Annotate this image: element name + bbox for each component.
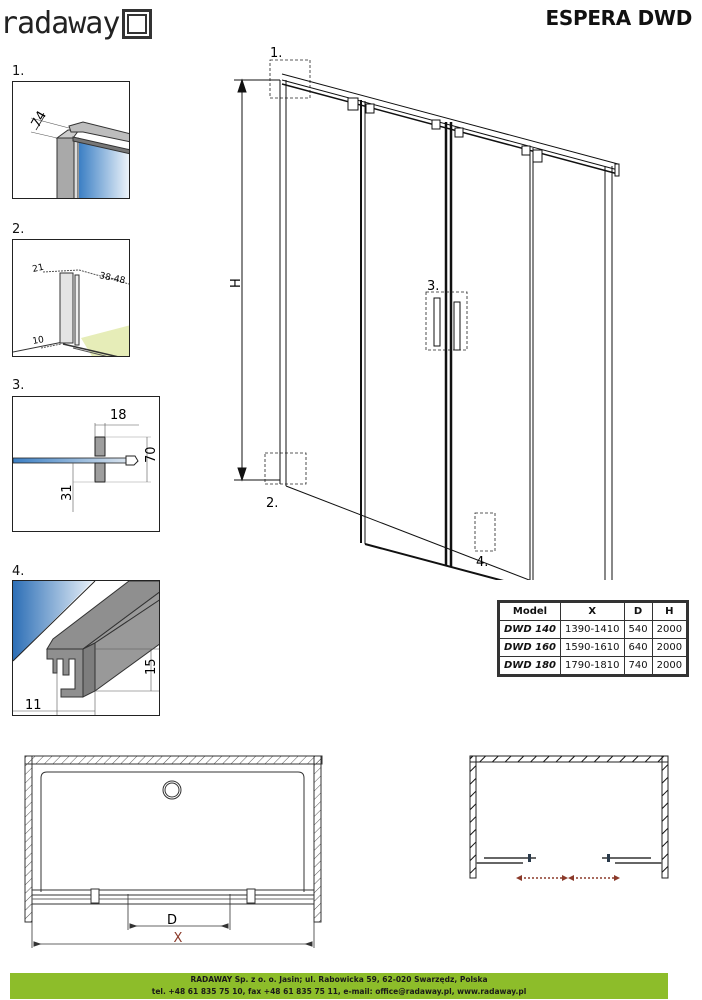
detail-2-box: 21 38-48 10 [12,239,130,357]
callout-4-box [474,512,496,552]
detail-2-label: 2. [12,222,25,237]
cell-model: DWD 140 [499,620,561,639]
callout-2-label: 2. [266,496,278,511]
detail-1-label: 1. [12,64,25,79]
plan-x-label: X [174,931,183,946]
cell-model: DWD 180 [499,656,561,675]
footer-contact: tel. +48 61 835 75 10, fax +48 61 835 75… [151,987,527,996]
spec-table: Model X D H DWD 140 1390-1410 540 2000 D… [499,602,688,675]
spec-table-frame: Model X D H DWD 140 1390-1410 540 2000 D… [497,600,690,677]
detail-4-box: 11 15 [12,580,160,716]
brand-name: radaway [0,6,120,41]
table-row: DWD 140 1390-1410 540 2000 [499,620,688,639]
plan-d-label: D [167,913,177,928]
handle-cross-section-illustration: 18 70 31 [13,408,159,512]
dim-15: 15 [144,658,159,675]
product-title: ESPERA DWD [545,6,693,30]
callout-3-label: 3. [427,279,439,294]
dim-18: 18 [110,408,127,423]
spec-table-header-row: Model X D H [499,602,688,621]
main-door-drawing: 1. 2. 3. 4. H [229,46,620,580]
dim-38-48: 38-48 [98,271,126,286]
cell-d: 740 [623,656,653,675]
brand-logo: radaway [0,6,153,42]
bottom-track-profile-illustration: 11 15 [13,581,159,715]
detail-1-box: 74 [12,81,130,199]
double-square-icon [122,9,153,39]
callout-1-box [269,59,311,99]
detail-3-label: 3. [12,378,25,393]
footer-address: RADAWAY Sp. z o. o. Jasin; ul. Rabowicka… [190,975,488,984]
table-row: DWD 180 1790-1810 740 2000 [499,656,688,675]
callout-2-box [264,452,307,485]
detail-4-label: 4. [12,564,25,579]
plan-view-drawing: D X [24,755,323,948]
company-footer: RADAWAY Sp. z o. o. Jasin; ul. Rabowicka… [10,973,668,999]
opening-schema-drawing [469,755,669,881]
cell-x: 1390-1410 [560,620,625,639]
dim-21: 21 [32,263,45,275]
dim-11: 11 [25,698,42,713]
table-row: DWD 160 1590-1610 640 2000 [499,638,688,657]
dim-31: 31 [60,484,75,501]
cell-d: 540 [623,620,653,639]
callout-1-label: 1. [270,46,282,61]
col-header-x: X [560,602,625,621]
top-profile-detail-illustration: 74 [29,109,129,198]
cell-x: 1790-1810 [560,656,625,675]
detail-3-box: 18 70 31 [12,396,160,532]
callout-3-box [425,291,468,351]
dim-74: 74 [29,109,50,131]
cell-x: 1590-1610 [560,638,625,657]
col-header-h: H [651,602,688,621]
col-header-d: D [623,602,653,621]
bottom-wall-profile-illustration: 21 38-48 10 [13,263,129,356]
cell-h: 2000 [651,656,688,675]
handle-left-icon [528,854,531,862]
handle-right-icon [607,854,610,862]
cell-model: DWD 160 [499,638,561,657]
height-dimension-label: H [229,278,244,288]
col-header-model: Model [499,602,561,621]
dim-70: 70 [144,446,159,463]
cell-h: 2000 [651,638,688,657]
cell-h: 2000 [651,620,688,639]
dim-10: 10 [32,335,45,347]
cell-d: 640 [623,638,653,657]
callout-4-label: 4. [476,555,488,570]
